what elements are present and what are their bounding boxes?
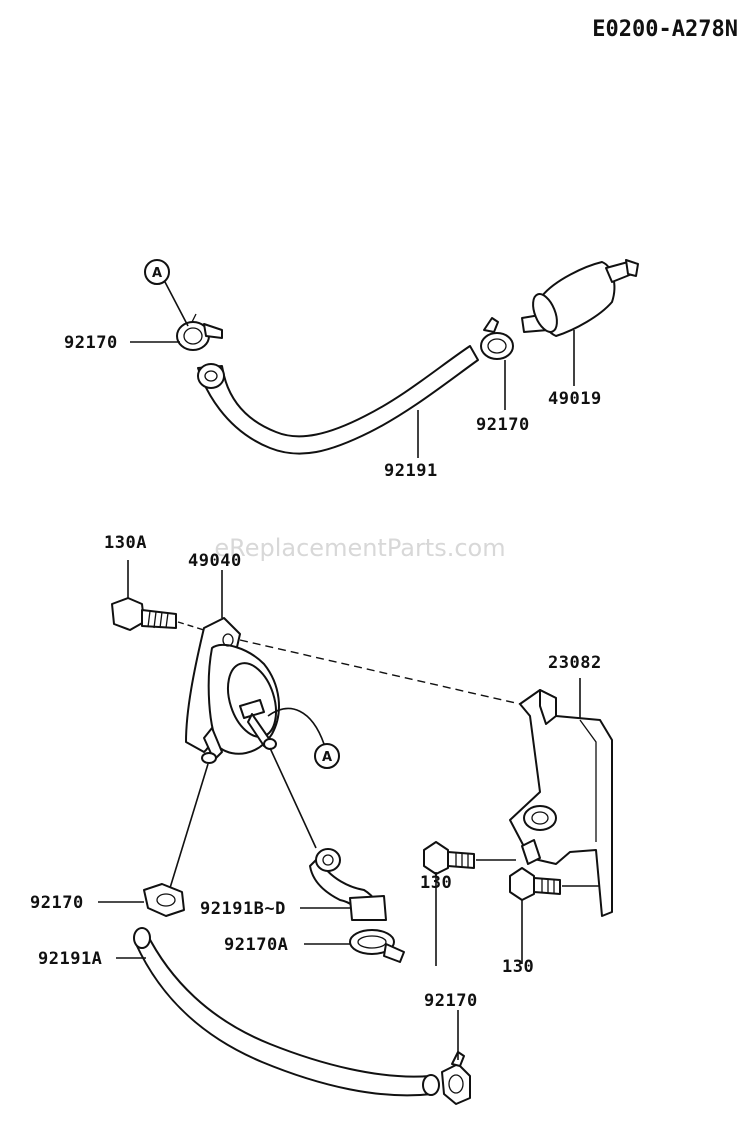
diagram-code: E0200-A278N <box>592 17 738 42</box>
bolt-130a <box>111 560 205 631</box>
label-clamp-lower-left: 92170 <box>30 893 84 913</box>
label-bracket: 23082 <box>548 653 602 673</box>
label-bolt-130-upper: 130 <box>420 873 452 893</box>
label-hose-upper: 92191 <box>384 461 438 481</box>
label-bolt-130-lower: 130 <box>502 957 534 977</box>
callout-a-upper <box>144 259 170 285</box>
label-hose-b-d: 92191B~D <box>200 899 286 919</box>
bolt-130-lower <box>509 867 600 901</box>
callout-a-lower <box>314 743 340 769</box>
label-clamp-a: 92170A <box>224 935 288 955</box>
label-fuel-filter: 49019 <box>548 389 602 409</box>
callout-a-upper-label: A <box>152 266 162 281</box>
label-clamp-upper-right: 92170 <box>476 415 530 435</box>
clamp-92170a <box>349 929 405 963</box>
clamp-upper-right <box>480 317 514 360</box>
bolt-130-upper <box>423 841 516 876</box>
callout-a-lower-label: A <box>322 750 332 765</box>
hose-b-d <box>269 747 387 921</box>
fuel-pump <box>185 570 521 764</box>
hose-a <box>133 763 440 1097</box>
fuel-filter <box>521 259 639 337</box>
watermark: eReplacementParts.com <box>214 534 505 562</box>
label-fuel-pump: 49040 <box>188 551 242 571</box>
clamp-lower-right <box>441 1051 471 1105</box>
clamp-upper-left <box>176 313 223 351</box>
bracket <box>509 678 613 917</box>
label-hose-a: 92191A <box>38 949 102 969</box>
label-bolt-130a: 130A <box>104 533 147 553</box>
hose-upper <box>197 345 479 455</box>
label-clamp-upper-left: 92170 <box>64 333 118 353</box>
clamp-lower-left <box>143 883 185 917</box>
label-clamp-lower-right: 92170 <box>424 991 478 1011</box>
